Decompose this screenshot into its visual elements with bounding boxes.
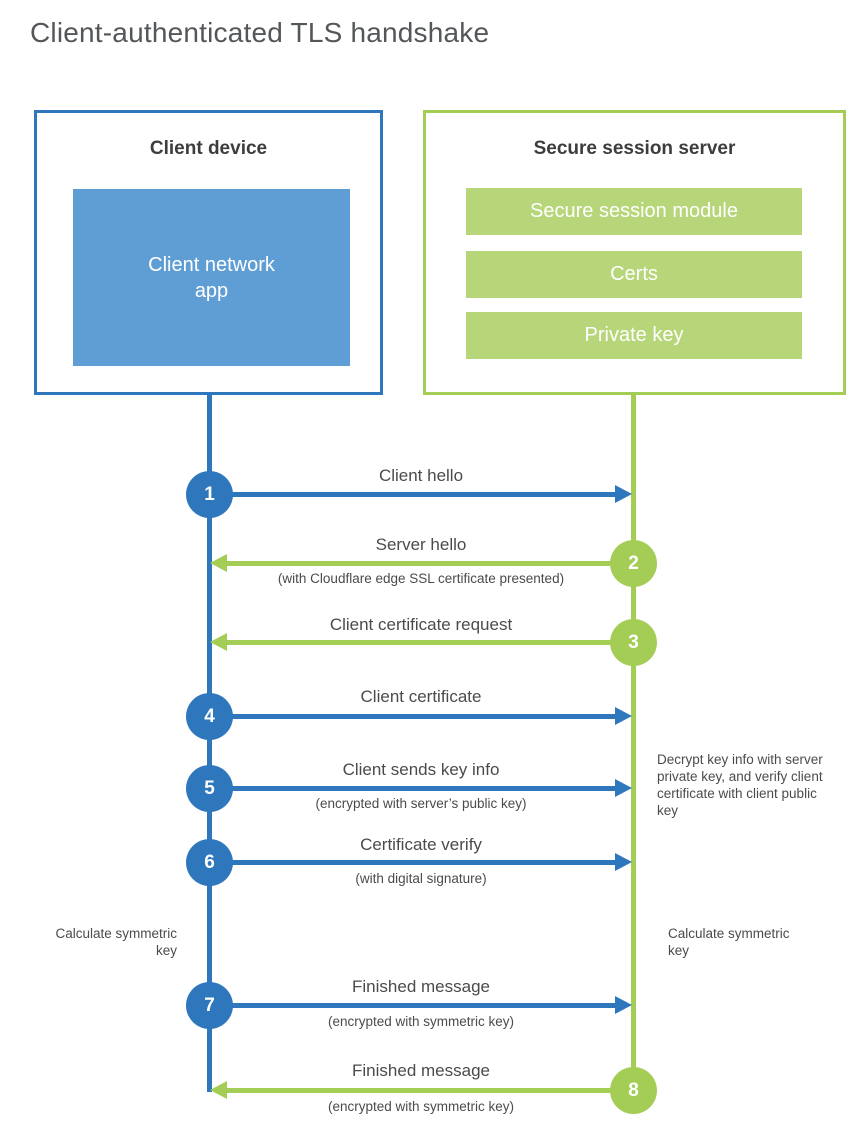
step-5-sublabel: (encrypted with server’s public key) <box>315 796 527 811</box>
client-device-title: Client device <box>149 138 268 159</box>
step-6-label: Certificate verify <box>360 835 482 854</box>
step-2-label: Server hello <box>375 535 467 554</box>
page-title: Client-authenticated TLS handshake <box>30 17 490 48</box>
client-lifeline <box>207 395 212 1092</box>
calculate-symmetric-key-note-server: Calculate symmetric key <box>668 926 790 958</box>
step-4-arrowhead-icon <box>615 707 632 725</box>
step-5-arrow <box>232 786 616 791</box>
step-1-arrowhead-icon <box>615 485 632 503</box>
step-6-arrow <box>232 860 616 865</box>
step-3-label: Client certificate request <box>329 615 513 634</box>
step-2-badge: 2 <box>610 540 657 587</box>
step-7-label: Finished message <box>352 977 490 996</box>
step-1-label: Client hello <box>378 466 464 485</box>
decrypt-note: Decrypt key info with server private key… <box>657 752 823 818</box>
step-1-arrow <box>232 492 616 497</box>
calculate-symmetric-key-note-client: Calculate symmetric key <box>55 926 177 958</box>
step-7-badge: 7 <box>186 982 233 1029</box>
server-lifeline <box>631 395 636 1092</box>
step-5-label: Client sends key info <box>342 760 500 779</box>
step-3-arrow <box>227 640 611 645</box>
step-3-arrowhead-icon <box>210 633 227 651</box>
step-6-badge: 6 <box>186 839 233 886</box>
step-7-arrow <box>232 1003 616 1008</box>
step-8-badge: 8 <box>610 1067 657 1114</box>
step-6-arrowhead-icon <box>615 853 632 871</box>
step-2-sublabel: (with Cloudflare edge SSL certificate pr… <box>277 571 565 586</box>
client-device-box: Client device Client network app <box>34 110 383 395</box>
server-title: Secure session server <box>533 138 736 159</box>
server-box: Secure session server Secure session mod… <box>423 110 846 395</box>
step-4-label: Client certificate <box>360 687 482 706</box>
step-3-badge: 3 <box>610 619 657 666</box>
client-network-app-box: Client network app <box>73 189 350 366</box>
server-module-certs: Certs <box>466 251 802 298</box>
step-4-arrow <box>232 714 616 719</box>
server-module-private-key: Private key <box>466 312 802 359</box>
step-2-arrowhead-icon <box>210 554 227 572</box>
client-network-app-label: Client network app <box>148 253 275 302</box>
step-6-sublabel: (with digital signature) <box>355 871 487 886</box>
step-2-arrow <box>227 561 611 566</box>
step-8-arrowhead-icon <box>210 1081 227 1099</box>
step-8-label: Finished message <box>352 1061 490 1080</box>
step-8-arrow <box>227 1088 611 1093</box>
server-module-secure-session: Secure session module <box>466 188 802 235</box>
step-7-arrowhead-icon <box>615 996 632 1014</box>
step-5-arrowhead-icon <box>615 779 632 797</box>
step-4-badge: 4 <box>186 693 233 740</box>
step-5-badge: 5 <box>186 765 233 812</box>
step-1-badge: 1 <box>186 471 233 518</box>
step-7-sublabel: (encrypted with symmetric key) <box>327 1014 515 1029</box>
step-8-sublabel: (encrypted with symmetric key) <box>327 1099 515 1114</box>
